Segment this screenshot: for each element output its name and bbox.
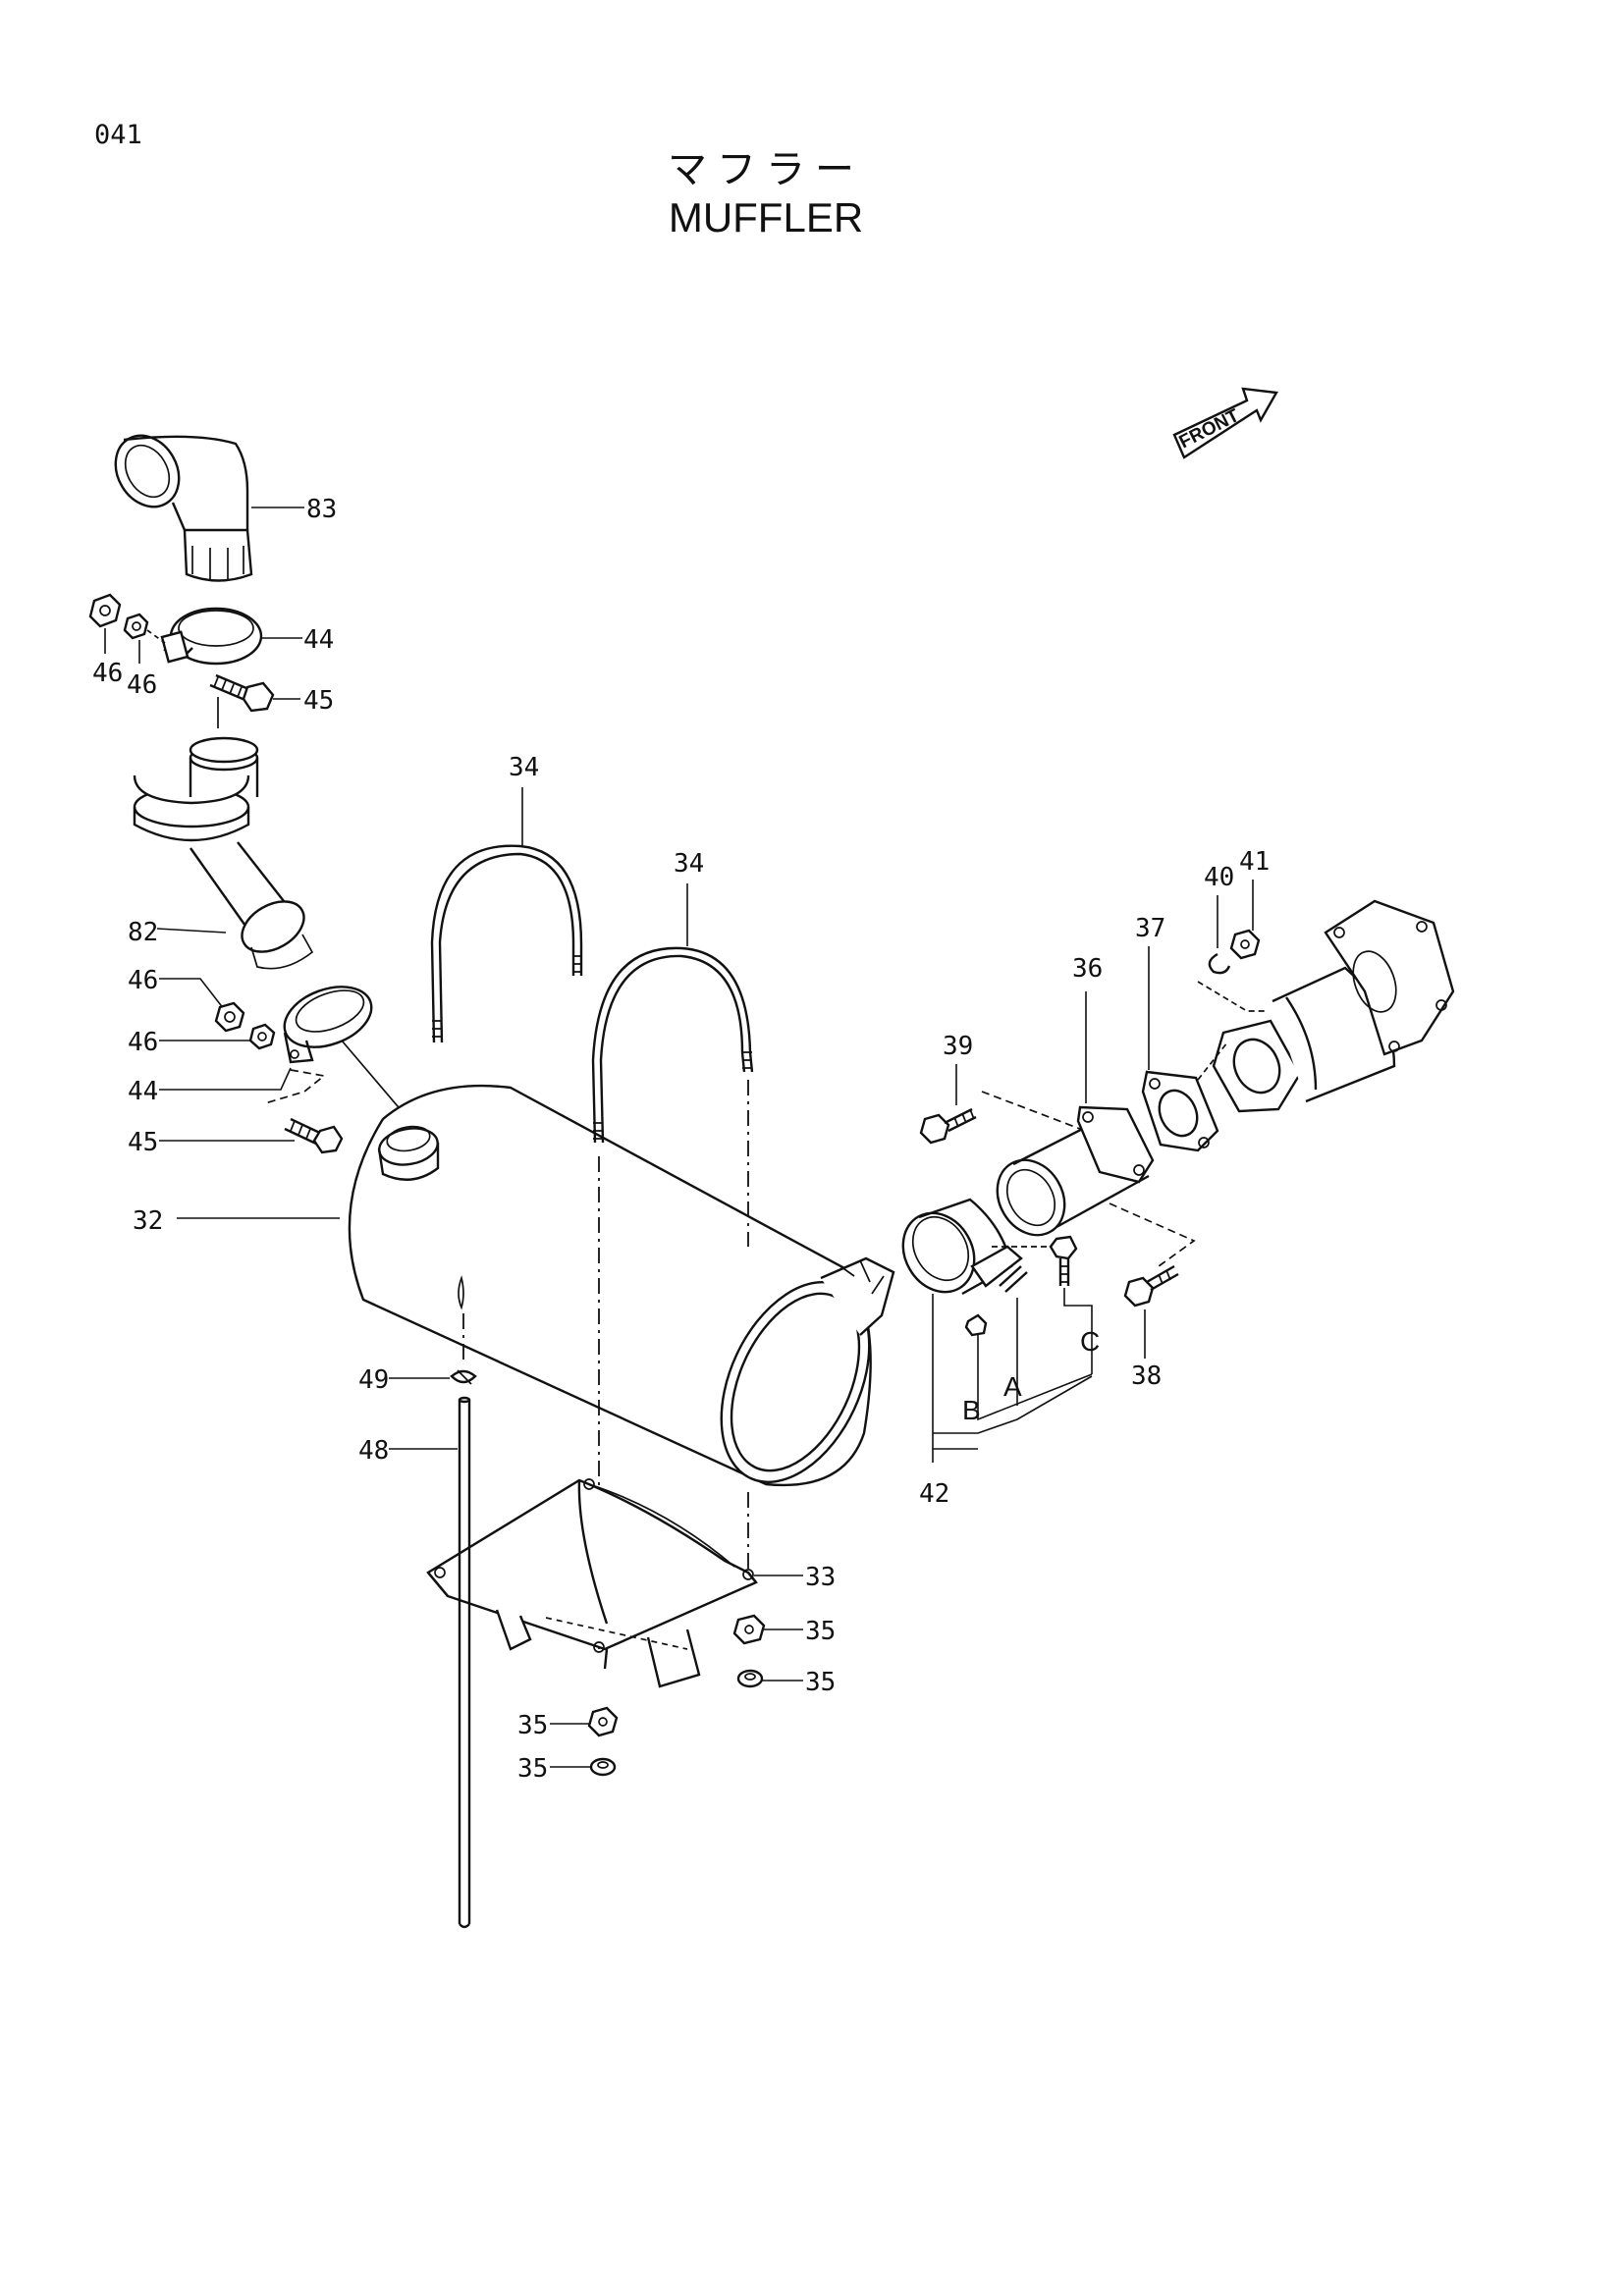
gasket-36 (1076, 1105, 1155, 1184)
drain-tube-48 (458, 1396, 471, 1929)
nut-46-c (214, 1001, 245, 1033)
callout-35-d: 35 (517, 1754, 548, 1784)
elbow-pipe-83 (114, 434, 253, 582)
nut-35-c (587, 1706, 619, 1737)
clip-49 (450, 1369, 477, 1385)
callout-45-top: 45 (303, 686, 334, 716)
pipe-clamp-42 (901, 1198, 1028, 1337)
callout-44-top: 44 (303, 625, 334, 655)
callout-82: 82 (128, 918, 158, 947)
callout-46-d: 46 (128, 1028, 158, 1057)
nut-35-d (589, 1757, 617, 1777)
callout-45-mid: 45 (128, 1128, 158, 1157)
callout-40: 40 (1204, 863, 1234, 892)
page-title-japanese: マフラー (668, 147, 864, 192)
nut-41 (1229, 929, 1261, 960)
callout-46-b: 46 (127, 670, 157, 700)
callout-37: 37 (1135, 914, 1165, 943)
nut-35-b (736, 1669, 764, 1688)
callout-49: 49 (358, 1365, 389, 1395)
ref-label-b: B (962, 1395, 981, 1425)
bolt-39 (919, 1107, 977, 1145)
nut-35-a (732, 1614, 766, 1645)
callout-34-b: 34 (674, 849, 704, 879)
callout-33: 33 (805, 1563, 836, 1592)
callout-32: 32 (133, 1206, 163, 1236)
page-number: 041 (94, 120, 142, 150)
bolt-42-c (1049, 1235, 1078, 1286)
bolt-45-top (209, 673, 275, 713)
u-bolt-34-right (591, 946, 754, 1144)
bolt-38 (1123, 1264, 1179, 1308)
nut-46-d (248, 1023, 276, 1050)
front-arrow-icon: FRONT (1172, 387, 1278, 459)
spring-washer-40 (1208, 952, 1231, 975)
callout-41: 41 (1239, 847, 1270, 877)
callout-46-a: 46 (92, 659, 123, 688)
stack-pipe-82 (133, 736, 314, 970)
callout-38: 38 (1131, 1362, 1162, 1391)
outlet-pipe (996, 1113, 1150, 1237)
bolt-45-mid (284, 1117, 344, 1154)
front-label: FRONT (1176, 405, 1243, 454)
callout-44-mid: 44 (128, 1077, 158, 1106)
flange-37 (1141, 1070, 1219, 1152)
callout-42: 42 (919, 1479, 949, 1509)
callout-48: 48 (358, 1436, 389, 1466)
band-clamp-44-mid (283, 986, 373, 1064)
callout-35-c: 35 (517, 1711, 548, 1740)
u-bolt-34-left (430, 844, 583, 1043)
callout-36: 36 (1072, 954, 1103, 984)
callout-46-c: 46 (128, 966, 158, 995)
callout-83: 83 (306, 495, 337, 524)
nut-46-a (88, 593, 122, 628)
callout-35-b: 35 (805, 1668, 836, 1697)
page-title: MUFFLER (668, 194, 864, 240)
band-clamp-44-top (160, 607, 263, 666)
callout-39: 39 (943, 1032, 973, 1061)
exhaust-elbow (1212, 899, 1455, 1113)
bracket-33 (426, 1478, 758, 1688)
muffler-body-32 (348, 1084, 895, 1487)
ref-label-a: A (1003, 1371, 1022, 1402)
ref-label-c: C (1080, 1326, 1100, 1357)
nut-46-b (123, 613, 149, 640)
callout-34-a: 34 (509, 753, 539, 782)
callout-35-a: 35 (805, 1617, 836, 1646)
